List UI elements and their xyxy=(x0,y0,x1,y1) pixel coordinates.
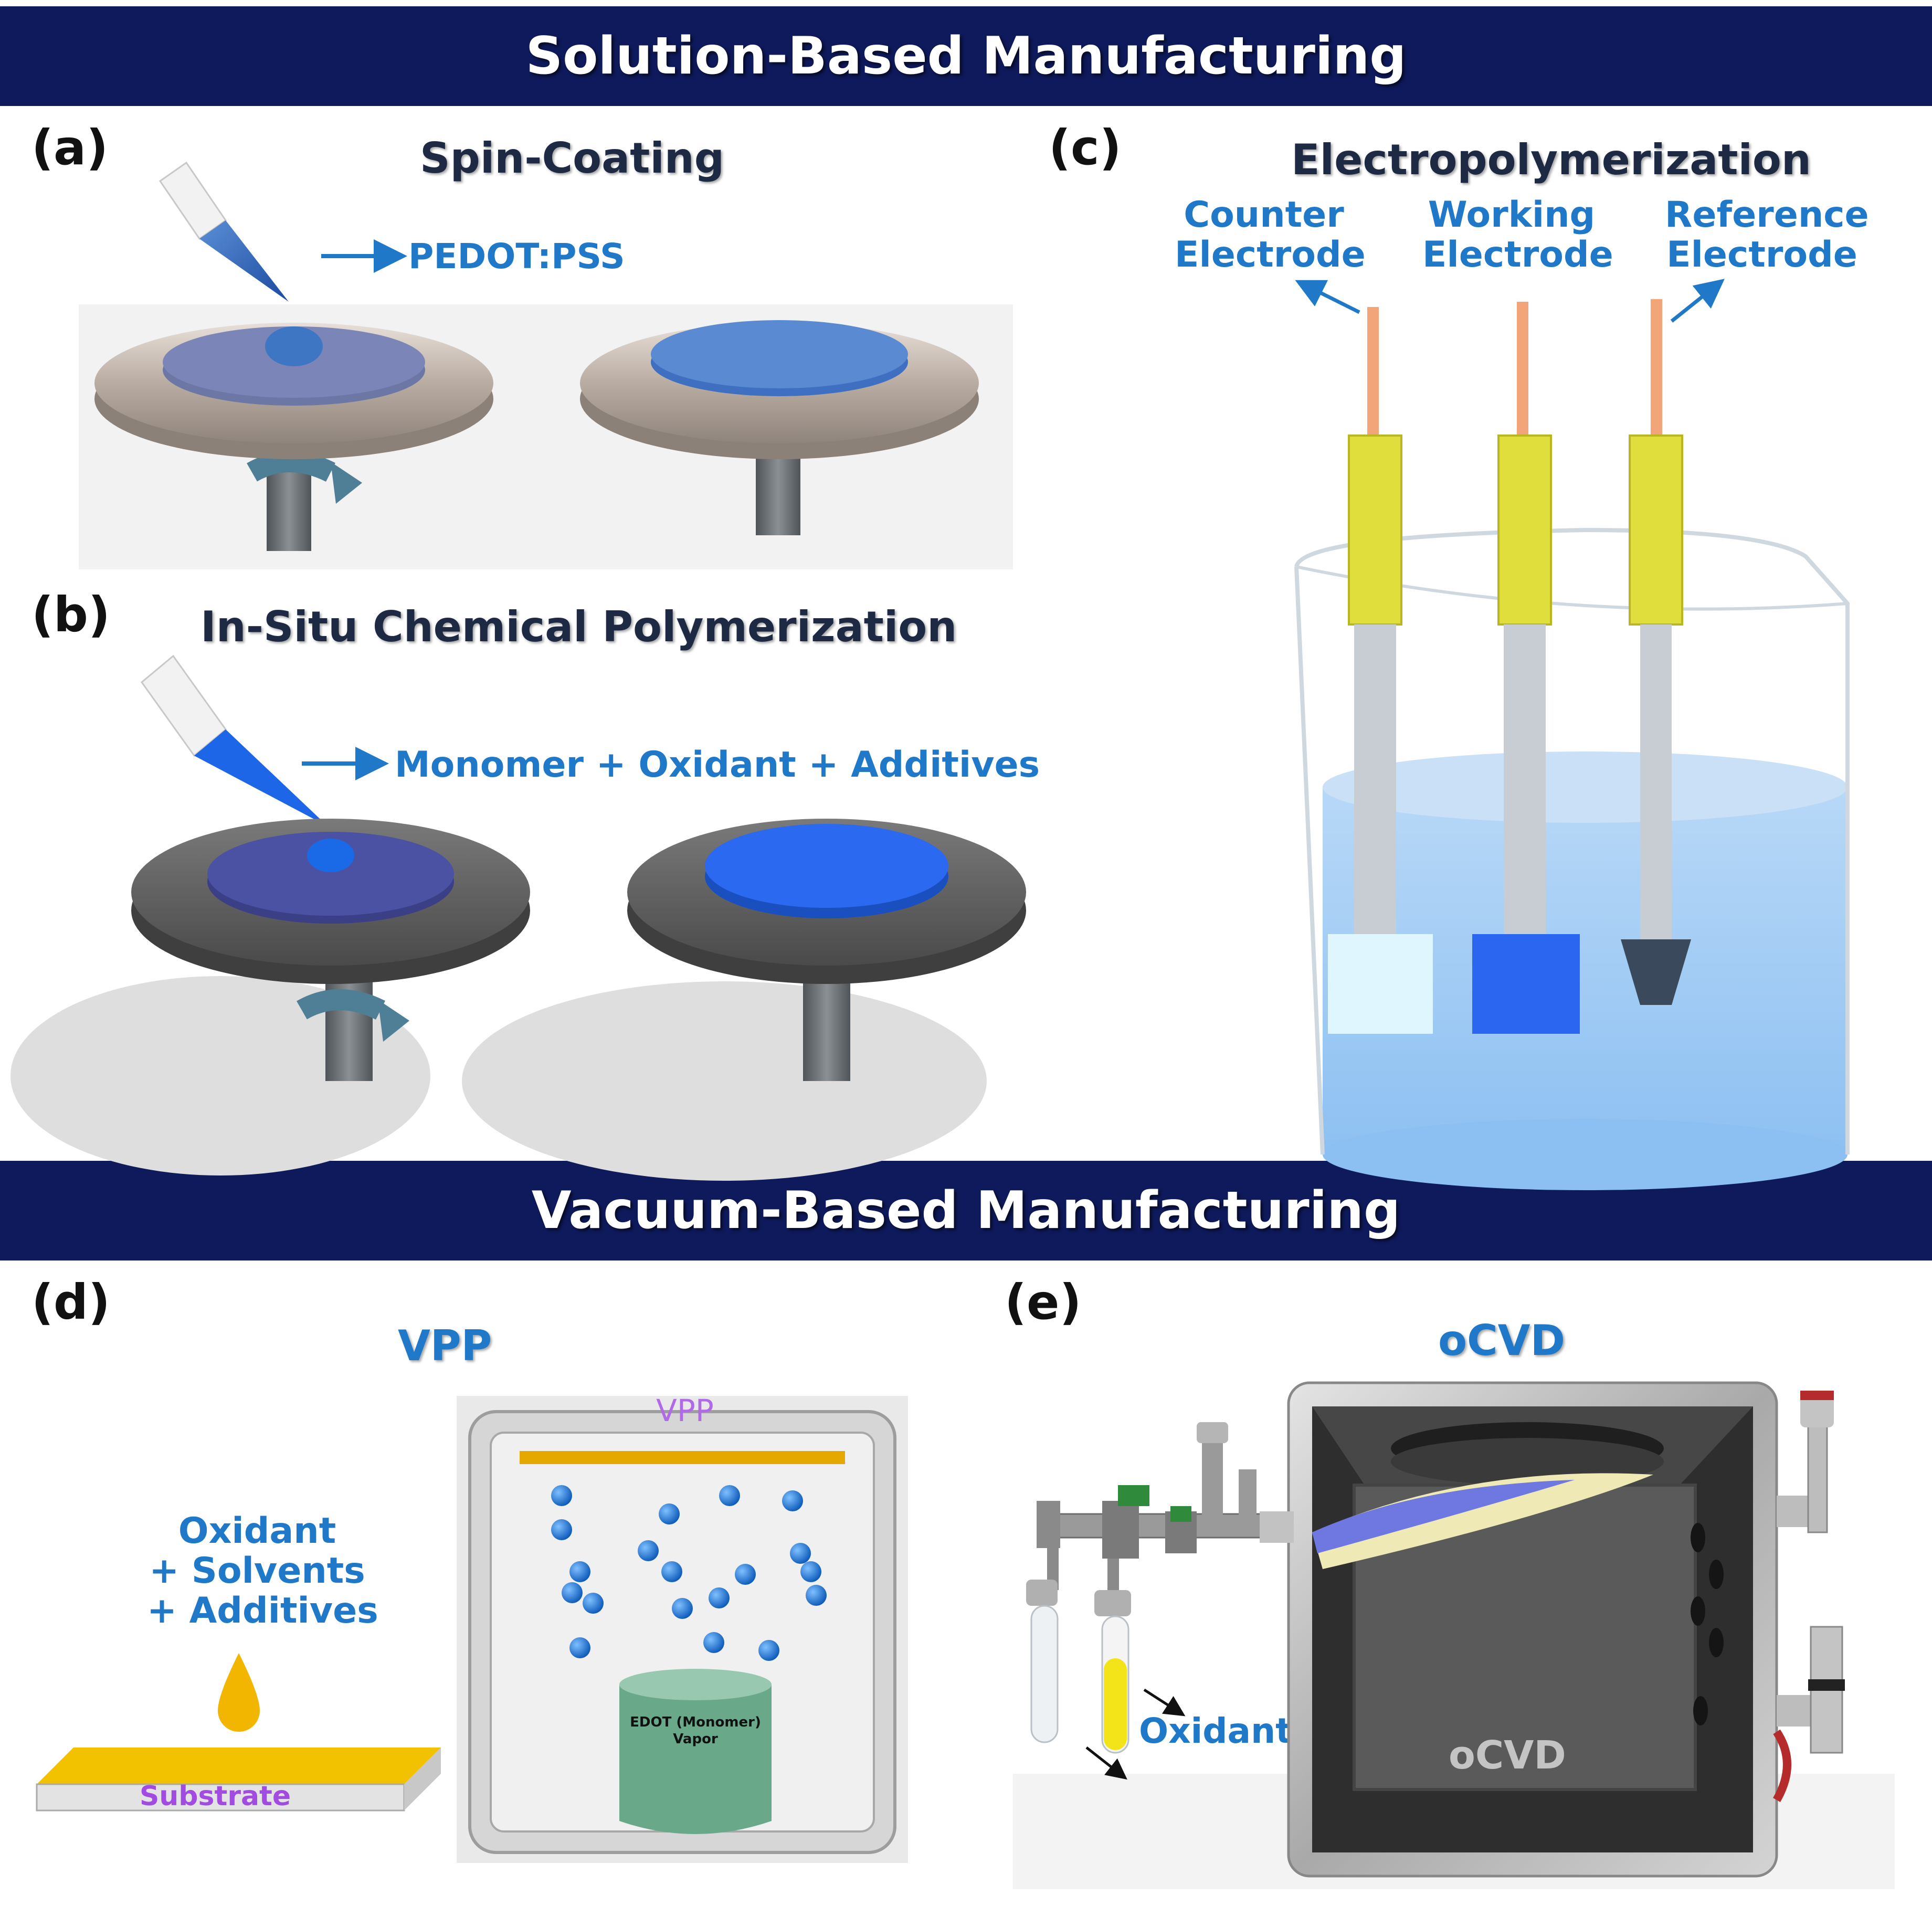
substrate-label: Substrate xyxy=(140,1781,291,1812)
edot-vapor-line2: Vapor xyxy=(673,1731,718,1747)
monomer-oxidant-additives-label: Monomer + Oxidant + Additives xyxy=(395,744,1040,786)
valve-top-right xyxy=(1777,1391,1834,1533)
pipette-b xyxy=(140,654,328,827)
ocvd-chamber: oCVD xyxy=(1287,1381,1778,1878)
edot-vapor-label: EDOT (Monomer)Vapor xyxy=(630,1714,761,1747)
vpp-reagents-label: Oxidant + Solvents + Additives xyxy=(147,1510,378,1632)
spin-coater-a1 xyxy=(94,323,493,551)
counter-electrode-label: Counter Electrode xyxy=(1175,194,1366,276)
panel-b-label: (b) xyxy=(31,587,110,643)
pedot-pss-label: PEDOT:PSS xyxy=(408,236,625,277)
monomer-tube xyxy=(1026,1548,1059,1743)
panel-c-label: (c) xyxy=(1049,120,1122,176)
spin-coater-a2 xyxy=(580,320,979,535)
reference-electrode xyxy=(1621,299,1691,1005)
beaker xyxy=(1294,527,1850,1190)
banner-solution-text: Solution-Based Manufacturing xyxy=(525,26,1407,86)
banner-vacuum: Vacuum-Based Manufacturing xyxy=(0,1161,1932,1261)
oxidant-tube xyxy=(1094,1559,1131,1754)
counter-electrode xyxy=(1328,307,1433,1034)
panel-d-title: VPP xyxy=(398,1321,492,1370)
edot-vapor-line1: EDOT (Monomer) xyxy=(630,1714,761,1730)
panel-a-title: Spin-Coating xyxy=(420,134,724,183)
substrate-holder-b1 xyxy=(131,819,530,1081)
banner-solution: Solution-Based Manufacturing xyxy=(0,6,1932,106)
oxidant-droplet xyxy=(218,1653,260,1732)
panel-e-title: oCVD xyxy=(1438,1316,1565,1365)
reference-electrode-label: Reference Electrode xyxy=(1665,194,1869,276)
panel-b-shadow-2 xyxy=(462,981,987,1181)
counter-arrow xyxy=(1295,280,1360,314)
beaker-liquid xyxy=(1323,787,1847,1155)
panel-a-backdrop xyxy=(79,304,1013,569)
monomer-label: Monomer xyxy=(1118,1777,1302,1817)
substrate-d: Substrate xyxy=(36,1747,441,1812)
pipette-a xyxy=(159,161,289,302)
banner-vacuum-text: Vacuum-Based Manufacturing xyxy=(531,1181,1401,1241)
vpp-chamber-label: VPP xyxy=(656,1393,714,1428)
vpp-chamber: VPP EDOT (Monomer)Vapor xyxy=(457,1393,908,1863)
working-electrode xyxy=(1472,302,1580,1034)
working-electrode-label: Working Electrode xyxy=(1422,194,1613,276)
panel-a-label: (a) xyxy=(31,120,109,176)
panel-d-label: (d) xyxy=(31,1274,110,1330)
valve-bottom-right xyxy=(1773,1626,1845,1802)
substrate-holder-b2 xyxy=(627,819,1026,1081)
ocvd-chamber-label: oCVD xyxy=(1449,1733,1566,1778)
panel-e-label: (e) xyxy=(1005,1274,1082,1330)
gas-manifold xyxy=(1037,1422,1294,1559)
panel-b-shadow-1 xyxy=(10,976,430,1175)
oxidant-label: Oxidant xyxy=(1139,1711,1292,1751)
panel-b-title: In-Situ Chemical Polymerization xyxy=(200,602,957,651)
monomer-pointer xyxy=(1085,1746,1127,1780)
oxidant-pointer xyxy=(1143,1688,1186,1717)
monomer-vapor-balls xyxy=(551,1485,827,1661)
panel-c-title: Electropolymerization xyxy=(1291,135,1811,184)
reference-arrow xyxy=(1670,279,1725,323)
